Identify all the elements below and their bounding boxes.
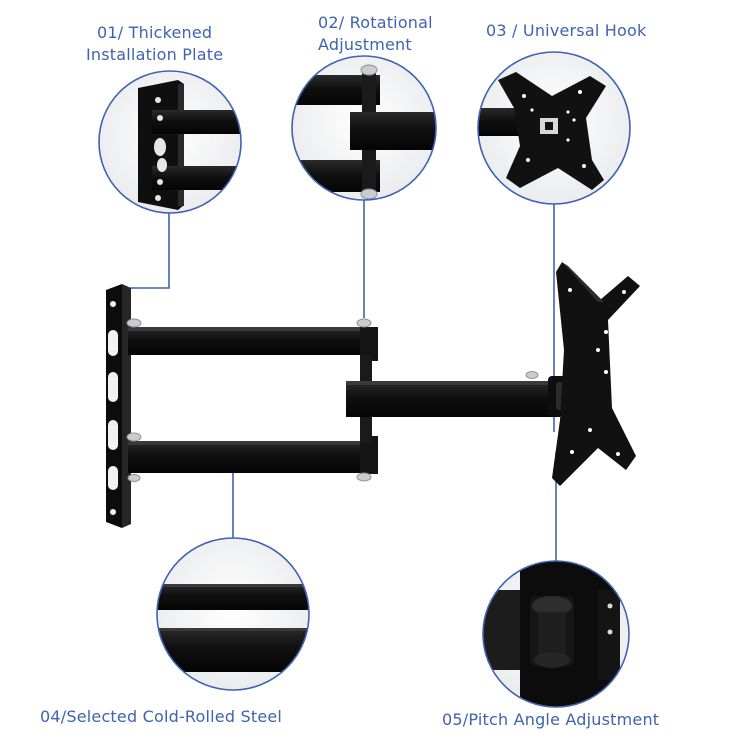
feature-01-line2: Installation Plate <box>86 45 224 64</box>
bolts <box>126 318 539 482</box>
detail-circle-03 <box>477 51 631 205</box>
wall-plate <box>106 284 131 528</box>
vesa-plate <box>552 262 640 486</box>
feature-label-04: 04/Selected Cold-Rolled Steel <box>40 706 282 728</box>
detail-circle-04 <box>156 537 310 691</box>
upper-arm <box>128 327 378 361</box>
wall-mount-bracket <box>106 262 640 528</box>
feature-label-02: 02/ Rotational Adjustment <box>318 12 433 56</box>
lower-arm <box>128 436 378 474</box>
feature-label-01: 01/ Thickened Installation Plate <box>86 22 223 66</box>
detail-circle-01 <box>98 70 242 214</box>
callout-line-01 <box>130 213 170 289</box>
feature-label-05: 05/Pitch Angle Adjustment <box>442 709 659 731</box>
callout-lines <box>130 200 557 561</box>
feature-02-line2: Adjustment <box>318 35 412 54</box>
middle-arm <box>346 381 560 417</box>
detail-circle-05 <box>482 560 630 708</box>
feature-03-line1: 03 / Universal Hook <box>486 21 647 40</box>
feature-01-line1: 01/ Thickened <box>97 23 213 42</box>
feature-04-line1: 04/Selected Cold-Rolled Steel <box>40 707 283 726</box>
feature-05-line1: 05/Pitch Angle Adjustment <box>442 710 660 729</box>
feature-02-line1: 02/ Rotational <box>318 13 433 32</box>
feature-label-03: 03 / Universal Hook <box>486 20 646 42</box>
detail-circle-02 <box>291 55 437 201</box>
